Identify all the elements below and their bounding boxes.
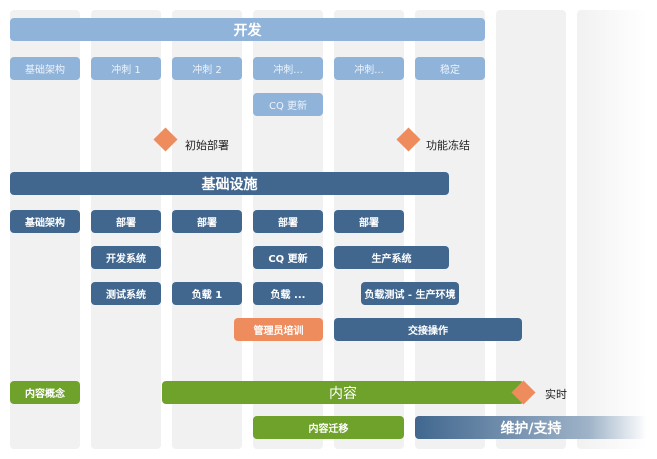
infra-prod-system: 生产系统: [334, 246, 449, 269]
infra-cq-update: CQ 更新: [253, 246, 323, 269]
admin-training: 管理员培训: [234, 318, 323, 341]
content-phase-bar: 内容: [162, 381, 524, 404]
infra-phase-bar: 基础设施: [10, 172, 449, 195]
content-concept: 内容概念: [10, 381, 80, 404]
content-migration: 内容迁移: [253, 416, 404, 439]
milestone-live: 实时: [545, 388, 567, 401]
timeline-column: [415, 10, 485, 449]
timeline-column: [496, 10, 566, 449]
infra-dev-system: 开发系统: [91, 246, 161, 269]
dev-task: 稳定: [415, 57, 485, 80]
milestone-feature-freeze: 功能冻结: [426, 139, 470, 152]
dev-task: 冲刺 2: [172, 57, 242, 80]
handover-operations: 交接操作: [334, 318, 522, 341]
infra-task: 部署: [91, 210, 161, 233]
dev-task: 冲刺 1: [91, 57, 161, 80]
maintenance-support: 维护/支持: [415, 416, 647, 439]
infra-load-1: 负载 1: [172, 282, 242, 305]
infra-task: 部署: [253, 210, 323, 233]
infra-load-more: 负载 ...: [253, 282, 323, 305]
timeline-column: [577, 10, 647, 449]
dev-phase-bar: 开发: [10, 18, 485, 41]
dev-cq-update: CQ 更新: [253, 93, 323, 116]
infra-test-system: 测试系统: [91, 282, 161, 305]
infra-task: 基础架构: [10, 210, 80, 233]
infra-load-test-prod: 负载测试 - 生产环境: [361, 282, 459, 305]
dev-task: 基础架构: [10, 57, 80, 80]
dev-task: 冲刺...: [334, 57, 404, 80]
milestone-initial-deploy: 初始部署: [185, 139, 229, 152]
dev-task: 冲刺...: [253, 57, 323, 80]
infra-task: 部署: [334, 210, 404, 233]
infra-task: 部署: [172, 210, 242, 233]
